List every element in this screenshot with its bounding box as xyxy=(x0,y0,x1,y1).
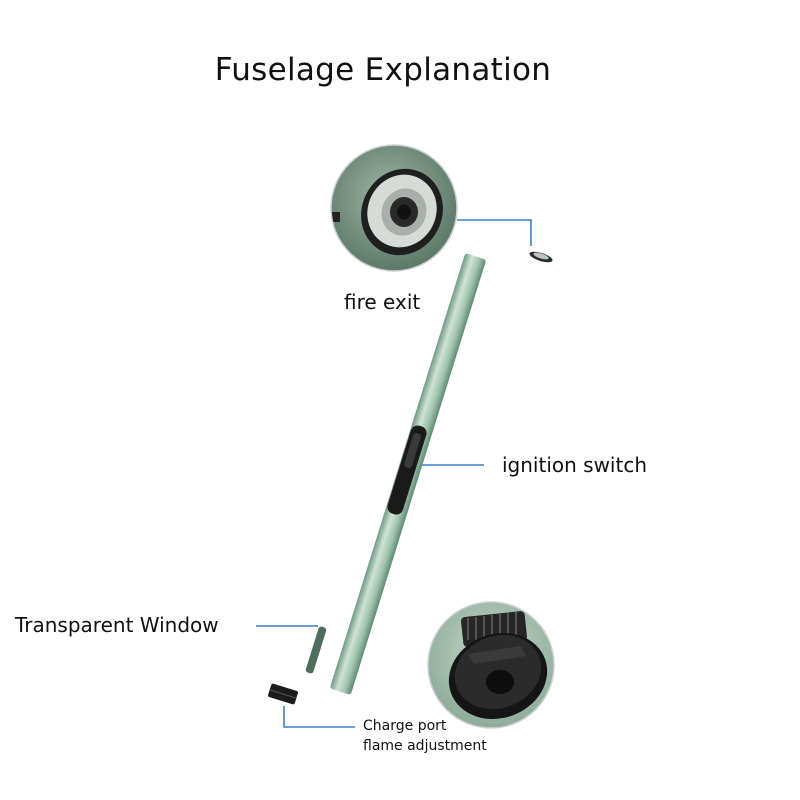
leader-fire-exit xyxy=(457,219,532,246)
label-fire-exit: fire exit xyxy=(344,290,421,314)
label-transparent-window: Transparent Window xyxy=(15,613,219,637)
charge-port-detail-icon xyxy=(427,601,555,729)
leader-lines xyxy=(256,219,532,728)
nozzle-detail-icon xyxy=(330,144,458,272)
lighter-body-icon xyxy=(268,251,553,705)
leader-charge xyxy=(283,706,355,728)
label-charge-group: Charge port flame adjustment xyxy=(363,716,487,756)
label-ignition-switch: ignition switch xyxy=(502,453,647,477)
label-charge-port: Charge port xyxy=(363,718,447,734)
label-flame-adjustment: flame adjustment xyxy=(363,738,487,754)
diagram-title: Fuselage Explanation xyxy=(214,52,552,88)
